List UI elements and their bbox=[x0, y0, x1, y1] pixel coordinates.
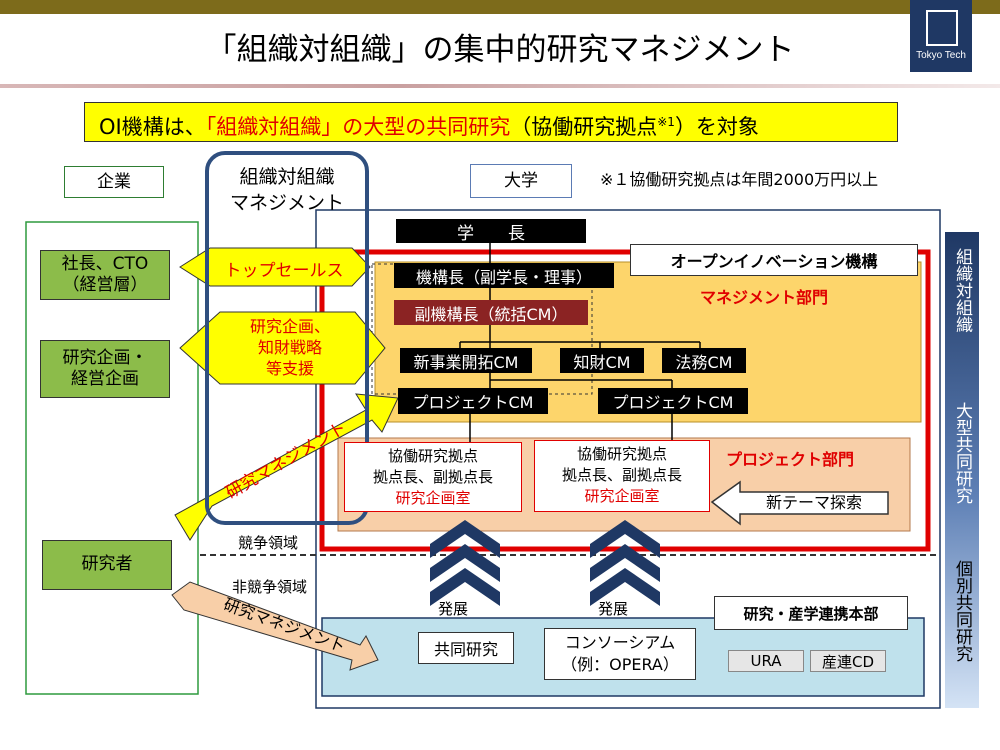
new-theme-label: 新テーマ探索 bbox=[765, 493, 862, 512]
collab-base-2-line1: 協働研究拠点 bbox=[576, 445, 667, 463]
top-sales-arrow bbox=[179, 247, 371, 287]
title-divider bbox=[0, 84, 1000, 88]
org-mgmt-line2: マネジメント bbox=[229, 192, 344, 214]
collab-base-1-line2: 拠点長、副拠点長 bbox=[372, 468, 493, 486]
researcher-box: 研究者 bbox=[42, 540, 172, 590]
company-label: 企業 bbox=[64, 166, 164, 198]
project-dept-label: プロジェクト部門 bbox=[726, 450, 855, 469]
target-banner: OI機構は、「組織対組織」の大型の共同研究（協働研究拠点※1）を対象 bbox=[84, 102, 898, 142]
develop-label-1: 発展 bbox=[438, 600, 469, 618]
ceo-line1: 社長、CTO bbox=[61, 253, 149, 274]
banner-highlight: 「組織対組織」の大型の共同研究 bbox=[205, 115, 511, 139]
logo-text: Tokyo Tech bbox=[916, 50, 966, 61]
page-title: 「組織対組織」の集中的研究マネジメント bbox=[205, 32, 795, 68]
ip-cm-box: 知財CM bbox=[560, 348, 644, 373]
research-mgmt-arrow-lower bbox=[171, 581, 379, 671]
side-label-individual: 個別共同研究 bbox=[952, 560, 972, 662]
consortium-box: コンソーシアム （例：OPERA） bbox=[544, 628, 696, 680]
legal-cm-box: 法務CM bbox=[662, 348, 746, 373]
logo-emblem-icon bbox=[926, 10, 958, 46]
banner-prefix: OI機構は、 bbox=[99, 115, 206, 139]
ceo-line2: （経営層） bbox=[62, 275, 148, 295]
support-arrow bbox=[179, 311, 386, 385]
planning-line1: 研究企画・ bbox=[62, 347, 148, 368]
support-line2: 知財戦略 bbox=[257, 338, 322, 357]
consortium-line2: （例：OPERA） bbox=[561, 655, 679, 674]
new-theme-arrow bbox=[710, 480, 889, 526]
mgmt-dept-label: マネジメント部門 bbox=[700, 288, 829, 307]
liaison-label: 研究・産学連携本部 bbox=[714, 596, 908, 630]
project-cm-box-1: プロジェクトCM bbox=[398, 388, 548, 414]
top-bar bbox=[0, 0, 1000, 14]
collab-base-1: 協働研究拠点 拠点長、副拠点長 研究企画室 bbox=[344, 442, 522, 512]
research-mgmt-arrow-upper bbox=[174, 393, 399, 541]
university-label: 大学 bbox=[470, 164, 572, 198]
new-business-cm-box: 新事業開拓CM bbox=[400, 348, 532, 373]
university-frame bbox=[315, 209, 941, 709]
org-mgmt-line1: 組織対組織 bbox=[239, 166, 335, 188]
collab-base-2: 協働研究拠点 拠点長、副拠点長 研究企画室 bbox=[534, 440, 710, 512]
collab-base-1-line1: 協働研究拠点 bbox=[387, 447, 478, 465]
president-box: 学 長 bbox=[396, 219, 586, 244]
noncompetitive-zone-label: 非競争領域 bbox=[232, 578, 308, 596]
competitive-zone-label: 競争領域 bbox=[238, 534, 299, 552]
support-line3: 等支援 bbox=[265, 359, 314, 378]
collab-base-2-line3: 研究企画室 bbox=[584, 487, 660, 505]
planning-box: 研究企画・ 経営企画 bbox=[40, 340, 170, 398]
collab-base-2-line2: 拠点長、副拠点長 bbox=[561, 466, 682, 484]
footnote: ※１協働研究拠点は年間2000万円以上 bbox=[600, 170, 879, 189]
company-frame bbox=[25, 221, 199, 695]
collab-base-1-line3: 研究企画室 bbox=[395, 489, 471, 507]
ura-box: URA bbox=[728, 650, 804, 672]
consortium-line1: コンソーシアム bbox=[564, 633, 676, 652]
tokyo-tech-logo: Tokyo Tech bbox=[910, 0, 972, 72]
side-label-large: 大型共同研究 bbox=[952, 402, 972, 504]
vice-director-box: 副機構長（統括CM） bbox=[394, 300, 588, 325]
support-label: 研究企画、 知財戦略 等支援 bbox=[220, 316, 360, 379]
project-cm-box-2: プロジェクトCM bbox=[598, 388, 748, 414]
ceo-box: 社長、CTO （経営層） bbox=[40, 250, 170, 300]
director-box: 機構長（副学長・理事） bbox=[394, 263, 614, 288]
planning-line2: 経営企画 bbox=[71, 369, 139, 389]
support-line1: 研究企画、 bbox=[249, 317, 330, 336]
banner-tail: ）を対象 bbox=[674, 115, 759, 139]
org-mgmt-frame bbox=[205, 151, 369, 525]
develop-chevrons-2 bbox=[590, 520, 660, 606]
top-sales-label: トップセールス bbox=[224, 261, 344, 281]
banner-note-mark: ※1 bbox=[657, 115, 675, 129]
banner-suffix: （協働研究拠点 bbox=[510, 115, 658, 139]
side-gradient-bar bbox=[945, 232, 979, 708]
sangaku-cd-box: 産連CD bbox=[810, 650, 886, 672]
oi-org-title: オープンイノベーション機構 bbox=[630, 244, 918, 276]
joint-research-box: 共同研究 bbox=[418, 632, 514, 664]
side-label-org: 組織対組織 bbox=[952, 248, 972, 333]
org-mgmt-heading: 組織対組織 マネジメント bbox=[214, 164, 360, 216]
develop-chevrons-1 bbox=[430, 520, 500, 606]
develop-label-2: 発展 bbox=[598, 600, 629, 618]
